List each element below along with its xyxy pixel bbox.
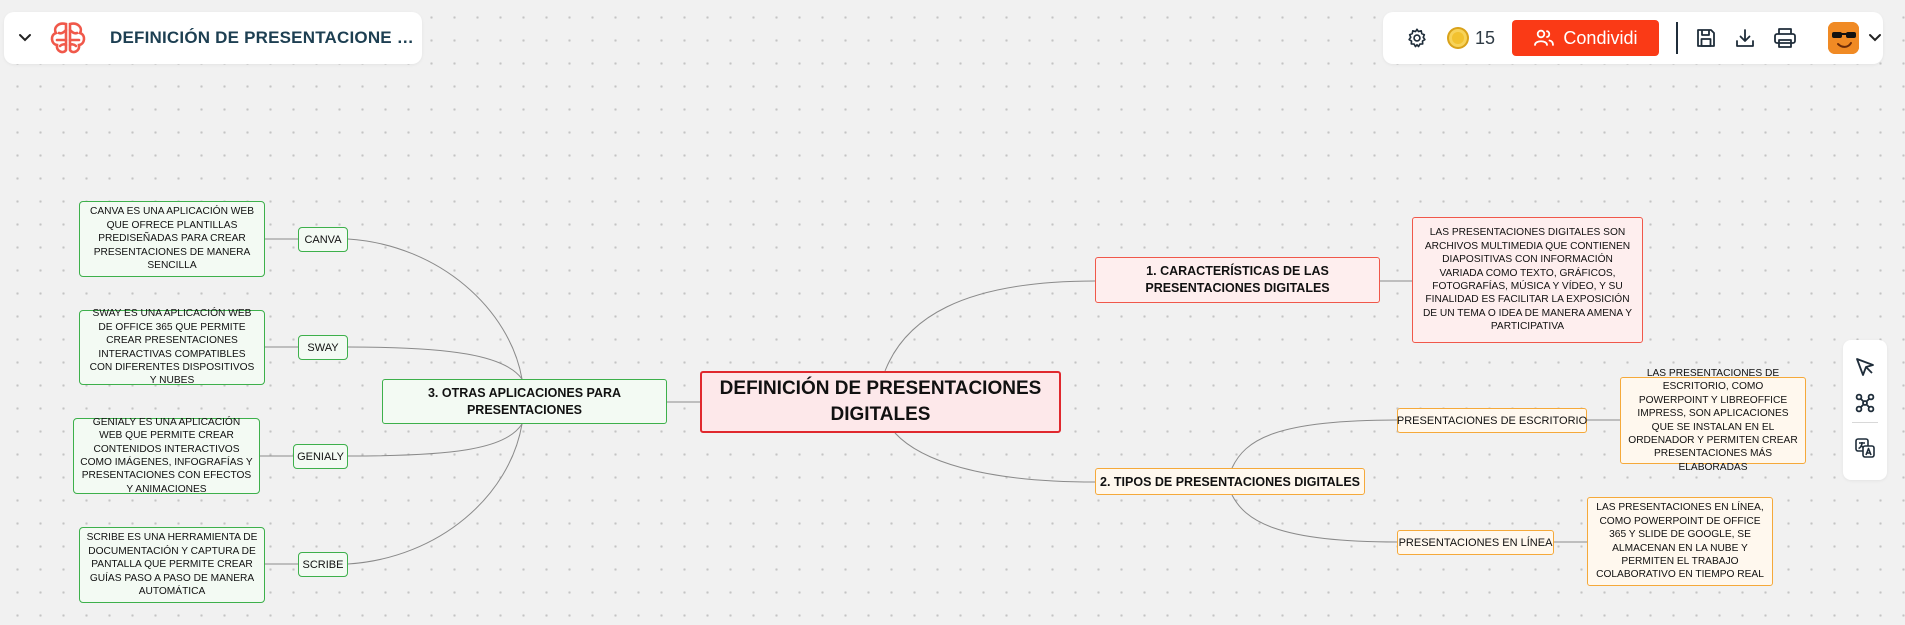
share-button[interactable]: Condividi [1512,20,1659,56]
side-tools-panel [1843,340,1887,480]
branch-caracteristicas-description[interactable]: LAS PRESENTACIONES DIGITALES SON ARCHIVO… [1412,217,1643,343]
subtopic-sway-description[interactable]: SWAY ES UNA APLICACIÓN WEB DE OFFICE 365… [79,308,265,386]
subtopic-genialy[interactable]: GENIALY [293,444,348,469]
subtopic-genialy-description[interactable]: GENIALY ES UNA APLICACIÓN WEB QUE PERMIT… [73,417,260,495]
coin-icon [1447,27,1470,49]
branch-tipos[interactable]: 2. TIPOS DE PRESENTACIONES DIGITALES [1095,468,1365,495]
coin-balance: 15 [1475,27,1496,48]
connector-branch3-genialy [347,423,523,457]
download-icon[interactable] [1732,25,1757,51]
toolbar-divider [1675,22,1678,54]
connector-branch3-scribe [347,423,523,565]
subtopic-escritorio-description[interactable]: LAS PRESENTACIONES DE ESCRITORIO, COMO P… [1620,368,1806,473]
central-topic[interactable]: DEFINICIÓN DE PRESENTACIONES DIGITALES [700,371,1061,433]
top-actions-bar: 15 Condividi [1383,12,1883,64]
subtopic-sway[interactable]: SWAY [298,335,348,360]
tools-divider [1852,422,1878,423]
connector-center-branch1 [884,280,1096,372]
branch-caracteristicas[interactable]: 1. CARACTERÍSTICAS DE LAS PRESENTACIONES… [1095,257,1380,303]
account-chevron-down-icon[interactable] [1867,33,1883,43]
subtopic-escritorio[interactable]: PRESENTACIONES DE ESCRITORIO [1397,408,1587,433]
translate-icon[interactable] [1852,435,1878,461]
network-icon[interactable] [1852,390,1878,416]
document-title[interactable]: DEFINICIÓN DE PRESENTACIONE … [110,28,414,47]
print-icon[interactable] [1772,25,1799,51]
connector-branch3-sway [347,346,523,380]
avatar-sunglasses-icon[interactable] [1828,22,1860,54]
connector-branch2-online [1231,494,1398,543]
connector-branch3-canva [347,238,523,380]
connector-center-branch2 [894,432,1096,483]
users-icon [1534,29,1555,46]
subtopic-scribe[interactable]: SCRIBE [298,552,348,577]
document-title-bar: DEFINICIÓN DE PRESENTACIONE … [4,12,422,64]
connector-branch2-desktop [1231,419,1398,469]
subtopic-en-linea[interactable]: PRESENTACIONES EN LÍNEA [1397,530,1554,555]
gear-icon[interactable] [1404,25,1429,51]
subtopic-en-linea-description[interactable]: LAS PRESENTACIONES EN LÍNEA, COMO POWERP… [1587,497,1773,586]
subtopic-canva[interactable]: CANVA [298,227,348,252]
branch-otras-aplicaciones[interactable]: 3. OTRAS APLICACIONES PARA PRESENTACIONE… [382,379,667,424]
cursor-icon[interactable] [1852,354,1878,380]
subtopic-canva-description[interactable]: CANVA ES UNA APLICACIÓN WEB QUE OFRECE P… [79,201,265,277]
share-button-label: Condividi [1563,27,1638,48]
chevron-down-icon[interactable] [12,33,38,43]
save-icon[interactable] [1693,25,1718,51]
brain-icon[interactable] [48,18,88,58]
subtopic-scribe-description[interactable]: SCRIBE ES UNA HERRAMIENTA DE DOCUMENTACI… [79,527,265,603]
